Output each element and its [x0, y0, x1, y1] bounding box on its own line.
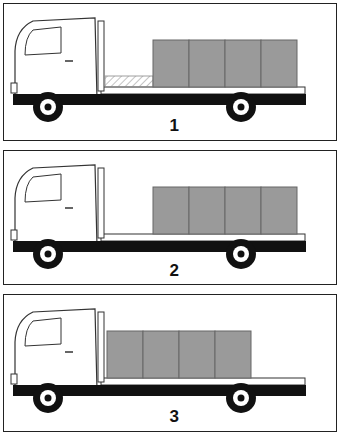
truck-panel: 3 [3, 294, 337, 432]
truck-3 [11, 309, 306, 413]
empty-space-hatch [105, 76, 153, 87]
cargo-boxes [153, 40, 297, 87]
cargo-boxes [153, 187, 297, 234]
panel-number: 3 [170, 408, 179, 425]
panel-number: 1 [170, 117, 179, 134]
panel-number: 2 [170, 262, 179, 279]
truck-panel: 2 [3, 150, 337, 285]
truck-body [11, 18, 306, 122]
truck-2 [11, 165, 306, 269]
truck-body [11, 165, 306, 269]
cargo-boxes [107, 331, 251, 378]
truck-body [11, 309, 306, 413]
truck-panel: 1 [3, 3, 337, 141]
truck-1 [11, 18, 306, 122]
